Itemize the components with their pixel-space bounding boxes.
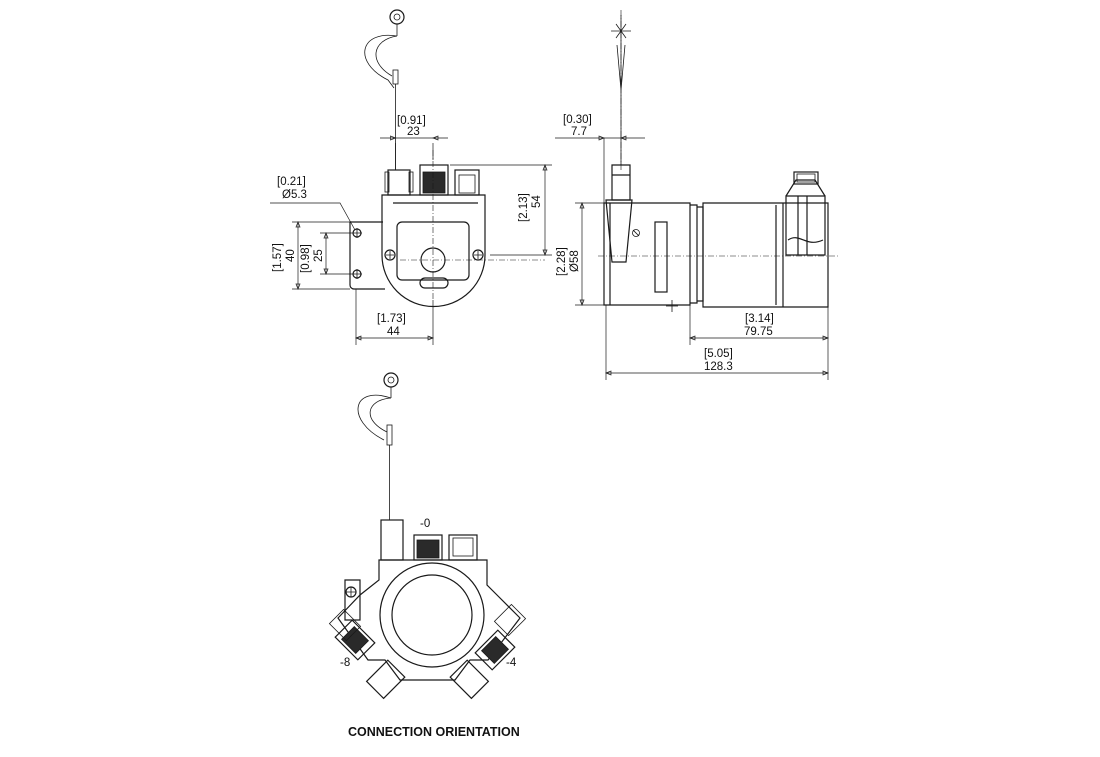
dim-hole-spacing-outer: [1.57] 40 (272, 221, 350, 290)
dim-diameter-inch: [2.28] (556, 247, 568, 276)
dim-width-bottom-inch: [1.73] (377, 313, 406, 325)
cable-ring-terminal (364, 9, 405, 170)
dim-offset-mm: 7.7 (571, 126, 587, 138)
connector-right-4 (474, 629, 516, 671)
dim-hole-spacing-inner-mm: 25 (313, 249, 325, 262)
dim-hole-spacing-inner: [0.98] 25 (300, 232, 352, 275)
dim-diameter-mm: Ø58 (569, 250, 581, 272)
label-orientation-0: -0 (420, 518, 430, 530)
dim-hole-spacing-inner-inch: [0.98] (300, 244, 312, 273)
connector-bottom-left (365, 659, 406, 700)
front-housing (349, 194, 486, 308)
dim-width-top-inch: [0.91] (397, 115, 426, 127)
dim-width-bottom: [1.73] 44 (355, 289, 434, 345)
dim-width-bottom-mm: 44 (387, 326, 400, 338)
dim-height-total: [2.13] 54 (450, 164, 552, 256)
dim-hole-spacing-outer-mm: 40 (285, 249, 297, 262)
dim-body-length: [3.14] 79.75 (689, 305, 829, 380)
front-view: [0.91] 23 [0.21] Ø5.3 [2.13] 54 [1.57] (270, 9, 552, 345)
label-orientation-8: -8 (340, 657, 350, 669)
connector-left-upper (328, 608, 362, 642)
dim-body-length-inch: [3.14] (745, 313, 774, 325)
dim-hole: [0.21] Ø5.3 (270, 176, 356, 231)
connector-left-8 (334, 619, 376, 661)
orientation-view: -0 -8 -4 CONNECTION ORI (328, 372, 527, 739)
dim-diameter: [2.28] Ø58 (556, 202, 604, 306)
dim-offset-inch: [0.30] (563, 114, 592, 126)
label-orientation-4: -4 (506, 657, 517, 669)
dim-total-length-inch: [5.05] (704, 348, 733, 360)
dim-width-top: [0.91] 23 (380, 115, 448, 170)
dim-hole-spacing-outer-inch: [1.57] (272, 243, 284, 272)
connector-right-upper (493, 603, 527, 637)
dim-hole-mm: Ø5.3 (282, 189, 307, 201)
dim-hole-inch: [0.21] (277, 176, 306, 188)
dim-offset: [0.30] 7.7 (555, 114, 645, 203)
dim-width-top-mm: 23 (407, 126, 420, 138)
dim-total-length-mm: 128.3 (704, 361, 733, 373)
dim-height-total-inch: [2.13] (518, 193, 530, 222)
dim-body-length-mm: 79.75 (744, 326, 773, 338)
connector-bottom-right (449, 659, 490, 700)
orientation-caption: CONNECTION ORIENTATION (348, 725, 520, 739)
top-connectors (384, 164, 480, 196)
side-view: [0.30] 7.7 [2.28] Ø58 [3.14] 79.75 (555, 10, 840, 380)
dim-height-total-mm: 54 (531, 195, 543, 208)
dim-total-length: [5.05] 128.3 (605, 305, 829, 380)
side-housing (603, 171, 829, 308)
